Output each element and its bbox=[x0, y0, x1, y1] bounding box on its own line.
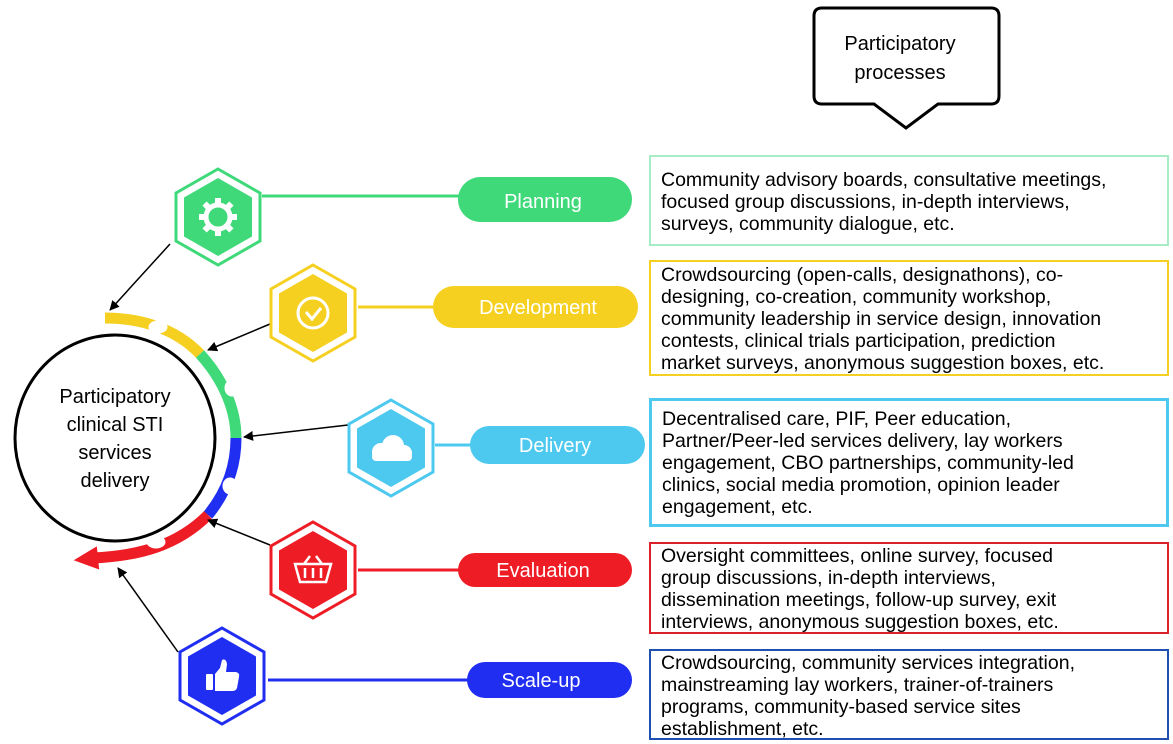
pill-evaluation-shape bbox=[458, 553, 632, 587]
arrow-evaluation bbox=[207, 518, 271, 546]
pill-delivery-label: Delivery bbox=[519, 435, 591, 457]
pill-planning-label: Planning bbox=[504, 191, 582, 213]
center-line-2: clinical STI bbox=[67, 414, 164, 436]
hexagon-development bbox=[269, 263, 357, 363]
center-line-1: Participatory bbox=[59, 386, 170, 408]
evaluation-text-line: dissemination meetings, follow-up survey… bbox=[661, 589, 1057, 611]
cycle-arc bbox=[73, 312, 242, 570]
delivery-text-line: Decentralised care, PIF, Peer education, bbox=[662, 408, 1012, 430]
pill-scale-up-shape bbox=[467, 662, 632, 698]
center-line-4: delivery bbox=[81, 470, 150, 492]
hexagon-delivery bbox=[347, 398, 435, 498]
pill-evaluation-label: Evaluation bbox=[496, 560, 589, 582]
description-box-scale-up: Crowdsourcing, community services integr… bbox=[649, 649, 1169, 740]
scale-up-text-line: establishment, etc. bbox=[661, 718, 824, 740]
pill-development-shape bbox=[433, 286, 638, 328]
scale-up-text-line: programs, community-based service sites bbox=[661, 696, 1021, 718]
delivery-text-line: Partner/Peer-led services delivery, lay … bbox=[662, 430, 1063, 452]
arc-segment-planning bbox=[195, 350, 242, 439]
callout-line-2: processes bbox=[854, 62, 945, 84]
pill-development: Development bbox=[433, 286, 638, 328]
pill-evaluation: Evaluation bbox=[458, 553, 632, 587]
evaluation-text-line: interviews, anonymous suggestion boxes, … bbox=[661, 611, 1059, 633]
pill-delivery: Delivery bbox=[470, 426, 645, 464]
hexagon-scale-up bbox=[178, 626, 266, 726]
arc-arrowhead bbox=[73, 546, 100, 570]
pill-development-label: Development bbox=[479, 297, 597, 319]
arc-node bbox=[148, 320, 168, 334]
evaluation-text-line: Oversight committees, online survey, foc… bbox=[661, 545, 1053, 567]
evaluation-text-line: group discussions, in-depth interviews, bbox=[661, 567, 996, 589]
description-box-development: Crowdsourcing (open-calls, designathons)… bbox=[649, 260, 1169, 376]
development-text-line: designing, co-creation, community worksh… bbox=[661, 286, 1052, 308]
arrow-development bbox=[207, 323, 271, 352]
arrow-planning bbox=[109, 243, 171, 311]
description-box-evaluation: Oversight committees, online survey, foc… bbox=[649, 542, 1169, 634]
connector-lines bbox=[262, 194, 480, 682]
delivery-text-line: engagement, etc. bbox=[662, 496, 813, 518]
planning-text-line: surveys, community dialogue, etc. bbox=[661, 213, 955, 235]
development-text-line: community leadership in service design, … bbox=[661, 308, 1102, 330]
development-text-line: Crowdsourcing (open-calls, designathons)… bbox=[661, 264, 1064, 286]
basket-icon bbox=[293, 555, 333, 584]
development-text-line: contests, clinical trials participation,… bbox=[661, 330, 1056, 352]
hexagon-planning bbox=[174, 167, 262, 267]
feedback-arrows bbox=[109, 243, 349, 653]
thumbs-up-icon bbox=[206, 659, 240, 691]
arrow-delivery bbox=[243, 424, 349, 441]
scale-up-text-line: Crowdsourcing, community services integr… bbox=[661, 652, 1075, 674]
cloud-icon bbox=[372, 435, 412, 461]
central-node: Participatory clinical STI services deli… bbox=[13, 333, 217, 543]
scale-up-text-line: mainstreaming lay workers, trainer-of-tr… bbox=[661, 674, 1054, 696]
pill-scale-up-label: Scale-up bbox=[502, 670, 581, 692]
pill-planning-shape bbox=[458, 177, 632, 222]
arc-node bbox=[222, 477, 238, 495]
planning-text-line: focused group discussions, in-depth inte… bbox=[661, 191, 1070, 213]
pill-planning: Planning bbox=[458, 177, 632, 222]
pill-delivery-shape bbox=[470, 426, 645, 464]
development-text-line: market surveys, anonymous suggestion box… bbox=[661, 352, 1105, 374]
participatory-processes-callout: Participatory processes bbox=[812, 6, 1001, 130]
gear-icon bbox=[199, 198, 237, 236]
hexagon-evaluation bbox=[269, 520, 357, 620]
clock-icon bbox=[296, 296, 330, 330]
description-box-planning: Community advisory boards, consultative … bbox=[649, 155, 1169, 246]
center-line-3: services bbox=[78, 442, 151, 464]
delivery-text-line: clinics, social media promotion, opinion… bbox=[662, 474, 1060, 496]
description-box-delivery: Decentralised care, PIF, Peer education,… bbox=[649, 398, 1169, 527]
pill-scale-up: Scale-up bbox=[467, 662, 632, 698]
arc-node bbox=[224, 379, 240, 397]
arc-node bbox=[146, 535, 166, 549]
arrow-scale-up bbox=[117, 567, 179, 653]
planning-text-line: Community advisory boards, consultative … bbox=[661, 169, 1107, 191]
delivery-text-line: engagement, CBO partnerships, community-… bbox=[662, 452, 1074, 474]
callout-line-1: Participatory bbox=[844, 33, 955, 55]
